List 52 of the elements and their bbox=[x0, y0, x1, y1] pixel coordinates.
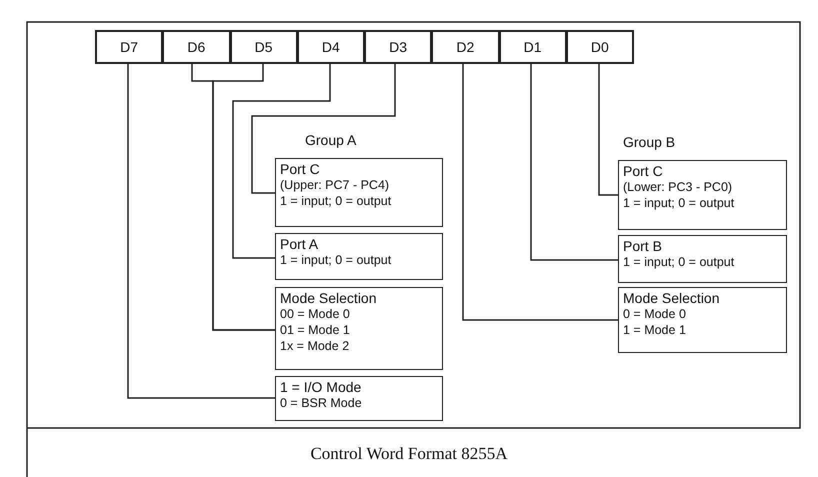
box-text: Port C bbox=[280, 161, 321, 177]
box-text: 00 = Mode 0 bbox=[280, 306, 351, 322]
box-text: 1 = input; 0 = output bbox=[623, 195, 736, 211]
bit-label: D3 bbox=[389, 39, 408, 55]
group-label: Group B bbox=[623, 134, 676, 150]
box-text: 1 = I/O Mode bbox=[280, 379, 362, 395]
caption: Control Word Format 8255A bbox=[310, 444, 508, 464]
description-box bbox=[618, 287, 787, 353]
box-text: 0 = Mode 0 bbox=[623, 306, 687, 322]
connector-line bbox=[598, 64, 618, 196]
bit-cell bbox=[566, 30, 634, 64]
group-label: Group A bbox=[305, 132, 356, 148]
box-text: (Upper: PC7 - PC4) bbox=[280, 177, 390, 193]
connector-line bbox=[251, 64, 396, 194]
description-box bbox=[275, 376, 443, 421]
box-text: Port A bbox=[280, 236, 320, 252]
box-text: 1 = input; 0 = output bbox=[280, 193, 392, 209]
box-text: 1 = input; 0 = output bbox=[280, 252, 392, 268]
box-text: 1 = input; 0 = output bbox=[623, 254, 736, 270]
box-text: 01 = Mode 1 bbox=[280, 322, 351, 338]
box-text: Port B bbox=[623, 238, 663, 254]
box-text: (Lower: PC3 - PC0) bbox=[623, 179, 734, 195]
bit-cell bbox=[162, 30, 230, 64]
bit-label: D1 bbox=[524, 39, 542, 55]
description-box bbox=[618, 160, 787, 230]
description-box bbox=[275, 287, 443, 370]
bit-label: D0 bbox=[590, 39, 609, 55]
bit-cell bbox=[364, 30, 432, 64]
bit-label: D5 bbox=[254, 39, 273, 55]
bit-cell bbox=[95, 30, 164, 64]
box-text: Mode Selection bbox=[623, 290, 721, 306]
bit-cell bbox=[230, 30, 298, 64]
description-box bbox=[618, 235, 787, 283]
bit-label: D6 bbox=[187, 39, 206, 55]
box-text: Mode Selection bbox=[280, 290, 378, 306]
connector-line bbox=[232, 64, 331, 259]
bit-label: D2 bbox=[456, 39, 474, 55]
box-text: 1x = Mode 2 bbox=[280, 338, 350, 354]
connector-line bbox=[530, 64, 618, 261]
bit-label: D7 bbox=[120, 39, 138, 55]
box-text: 1 = Mode 1 bbox=[623, 322, 687, 338]
connector-line bbox=[212, 64, 275, 331]
bit-label: D4 bbox=[322, 39, 340, 55]
bit-cell bbox=[498, 30, 567, 64]
connector-line bbox=[462, 64, 618, 321]
bit-cell bbox=[296, 30, 365, 64]
description-box bbox=[275, 233, 443, 280]
box-text: 0 = BSR Mode bbox=[280, 395, 363, 411]
description-box bbox=[275, 158, 443, 227]
bit-cell bbox=[431, 30, 500, 64]
connector-line bbox=[127, 64, 275, 399]
box-text: Port C bbox=[623, 163, 664, 179]
